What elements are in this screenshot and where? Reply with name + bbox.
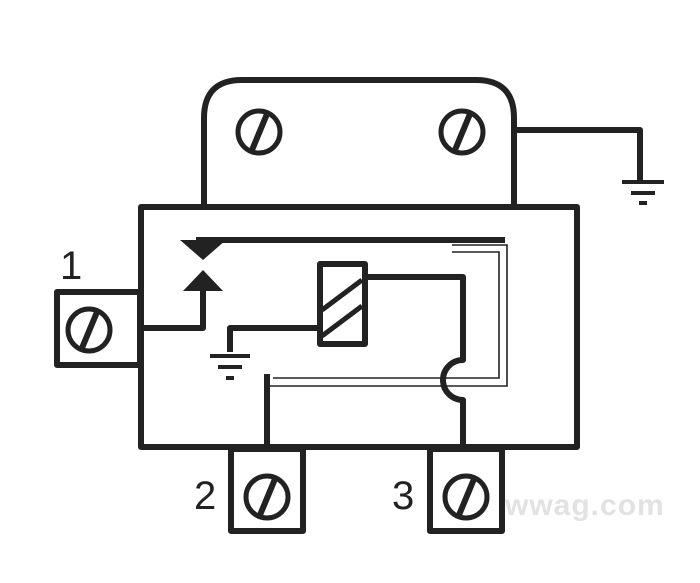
bracket-screw-left-icon: [235, 108, 283, 156]
linkage-line-inner: [273, 251, 500, 379]
bracket-ground-wire: [514, 127, 643, 180]
terminal-1-label: 1: [60, 244, 83, 288]
bracket-screw-right-icon: [438, 108, 486, 156]
linkage-line-outer: [268, 244, 508, 387]
coil-terminal-3-wire: [365, 274, 466, 449]
coil-ground-wire: [227, 325, 320, 352]
watermark: wwag.com: [505, 489, 665, 522]
terminal-3-screw-icon: [442, 473, 490, 521]
contact-arrow-up-icon: [183, 270, 223, 291]
coil-windings: [320, 278, 364, 338]
ground-icon: [622, 180, 664, 205]
terminal-3-label: 3: [392, 474, 415, 518]
coil-ground-icon: [210, 354, 250, 380]
terminal-2-screw-icon: [243, 473, 291, 521]
terminal-1-screw-icon: [65, 306, 113, 354]
terminal-1-wire: [140, 290, 206, 331]
terminal-2-label: 2: [194, 474, 217, 518]
mounting-bracket: [201, 77, 517, 206]
coil-icon: [317, 261, 368, 347]
contact-arrow-icon: [180, 240, 226, 260]
